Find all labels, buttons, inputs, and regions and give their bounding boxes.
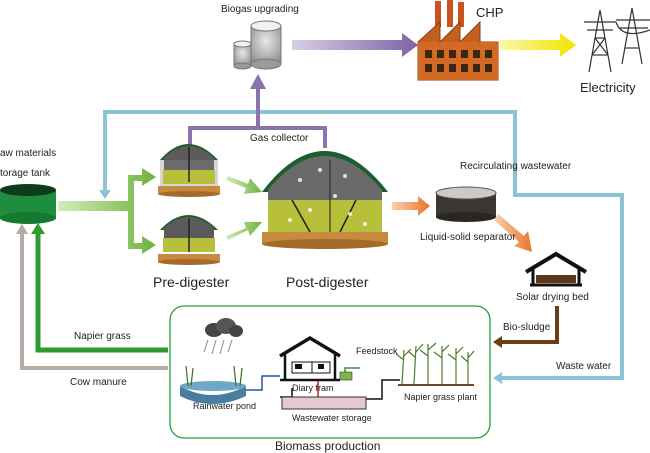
bio-sludge-arrow-head: [493, 336, 502, 348]
recirculating-wastewater-label: Recirculating wastewater: [460, 161, 572, 172]
napier-grass-arrow-head: [31, 223, 45, 234]
post-digester-label: Post-digester: [286, 274, 369, 290]
biogas-upgrading-label: Biogas upgrading: [221, 4, 299, 15]
recirculating-arrow-head: [99, 190, 111, 199]
raw-materials-label-line2: torage tank: [0, 168, 51, 179]
wastewater-storage-label: Wastewater storage: [292, 413, 372, 423]
dairy-farm-icon: [279, 335, 341, 382]
raw-materials-label-line1: aw materials: [0, 148, 57, 159]
solar-drying-bed-label: Solar drying bed: [516, 292, 589, 303]
dairy-farm-label: Diary fram: [292, 383, 334, 393]
bio-sludge-label: Bio-sludge: [503, 322, 551, 333]
biogas-to-chp-arrow: [292, 33, 418, 57]
rainwater-pond-icon: [180, 365, 246, 404]
solar-drying-bed-icon: [524, 251, 588, 287]
gas-collector-arrow-head: [250, 74, 266, 89]
napier-grass-plant-icon: [395, 342, 475, 386]
pre-to-post-arrow-2: [226, 222, 262, 240]
cow-manure-label: Cow manure: [70, 377, 127, 388]
biogas-upgrading-icon: [233, 20, 282, 70]
napier-grass-label: Napier grass: [74, 331, 131, 342]
gas-collector-lines: [188, 87, 327, 148]
pre-to-post-arrow-1: [226, 176, 262, 194]
electricity-pylon-icon: [584, 7, 650, 73]
chp-factory-icon: [417, 0, 499, 81]
feedstock-tank-icon: [339, 371, 353, 381]
waste-water-arrow-head: [493, 372, 502, 384]
separator-to-drying-arrow: [494, 214, 532, 252]
feed-to-pre-digester-arrows: [58, 168, 156, 254]
post-digester-icon: [262, 151, 388, 249]
waste-water-label: Waste water: [556, 361, 612, 372]
rain-cloud-icon: [203, 318, 243, 355]
wastewater-storage-icon: [281, 396, 367, 410]
gas-collector-label: Gas collector: [250, 133, 309, 144]
liquid-solid-separator-label: Liquid-solid separator: [420, 232, 516, 243]
feedstock-label: Feedstock: [356, 346, 398, 356]
bio-sludge-line: [500, 306, 559, 344]
recirculating-wastewater-line: [103, 110, 624, 380]
raw-materials-tank-icon: [0, 184, 56, 224]
napier-grass-line: [35, 232, 168, 353]
napier-grass-plant-label: Napier grass plant: [404, 392, 478, 402]
pre-digester-top: [158, 144, 220, 197]
cow-manure-line: [20, 232, 168, 370]
cow-manure-arrow-head: [16, 224, 28, 234]
electricity-label: Electricity: [580, 80, 636, 95]
biomass-production-label: Biomass production: [275, 439, 381, 453]
pre-digester-label: Pre-digester: [153, 274, 230, 290]
liquid-solid-separator-icon: [435, 186, 497, 222]
rainwater-pond-label: Rainwater pond: [193, 401, 257, 411]
post-to-separator-arrow: [392, 196, 430, 216]
pre-digester-bottom: [158, 215, 220, 265]
chp-label: CHP: [476, 5, 504, 20]
chp-to-electricity-arrow: [500, 33, 576, 57]
